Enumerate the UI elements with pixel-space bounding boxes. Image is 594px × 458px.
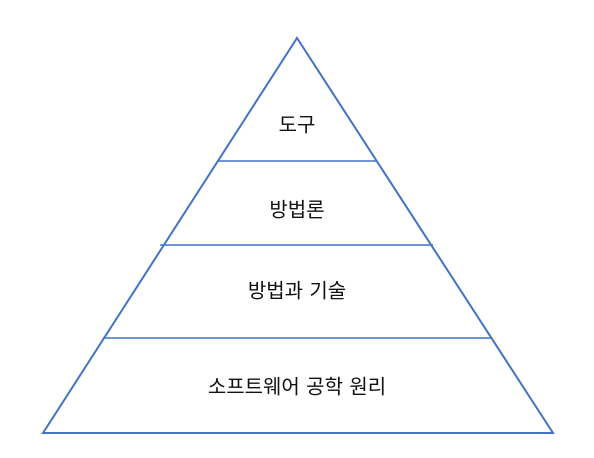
layer-label-tools: 도구 [279, 113, 316, 137]
pyramid-outline [41, 36, 555, 434]
layer-label-methodology: 방법론 [269, 198, 324, 222]
layer-label-methods-techniques: 방법과 기술 [248, 279, 346, 303]
layer-label-se-principles: 소프트웨어 공학 원리 [208, 375, 386, 399]
